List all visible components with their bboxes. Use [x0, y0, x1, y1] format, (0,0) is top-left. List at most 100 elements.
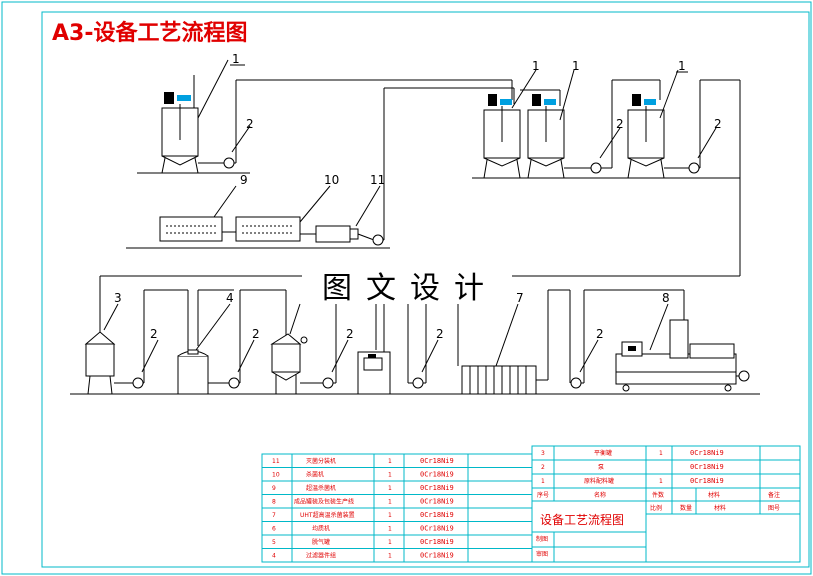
svg-text:0Cr18Ni9: 0Cr18Ni9 — [420, 457, 454, 465]
drawing-title: A3-设备工艺流程图 — [52, 20, 247, 46]
svg-text:泵: 泵 — [598, 464, 604, 471]
mixing-tank-r1 — [483, 69, 537, 179]
info-row: 比例 数量 材料 图号 — [650, 504, 780, 512]
svg-text:1: 1 — [659, 450, 663, 457]
svg-text:材料: 材料 — [714, 504, 726, 512]
svg-text:7: 7 — [272, 512, 276, 519]
svg-text:9: 9 — [272, 485, 276, 492]
mixing-tank-r2 — [527, 69, 575, 179]
svg-text:1: 1 — [388, 512, 392, 519]
tag-unit-4: 4 — [226, 291, 234, 305]
svg-text:UHT超高温杀菌装置: UHT超高温杀菌装置 — [300, 511, 355, 519]
svg-text:1: 1 — [388, 553, 392, 560]
svg-text:0Cr18Ni9: 0Cr18Ni9 — [420, 498, 454, 506]
tag-mixing-tank-r2: 1 — [572, 59, 580, 73]
tag-mixing-tank-left: 1 — [232, 52, 240, 66]
svg-text:杀菌机: 杀菌机 — [306, 471, 324, 479]
svg-text:0Cr18Ni9: 0Cr18Ni9 — [420, 471, 454, 479]
svg-text:0Cr18Ni9: 0Cr18Ni9 — [420, 484, 454, 492]
svg-text:原料配料罐: 原料配料罐 — [584, 477, 614, 485]
svg-text:0Cr18Ni9: 0Cr18Ni9 — [690, 477, 724, 485]
parts-right-row: 2 泵 0Cr18Ni9 — [541, 463, 724, 471]
unit-9 — [159, 185, 237, 242]
pump-b2 — [208, 289, 287, 389]
svg-text:1: 1 — [388, 485, 392, 492]
unit-10 — [235, 185, 331, 242]
svg-text:灭菌分装机: 灭菌分装机 — [306, 457, 336, 465]
svg-text:序号: 序号 — [537, 491, 549, 499]
drawing-name: 设备工艺流程图 — [540, 512, 624, 527]
pump-b1 — [114, 289, 189, 389]
svg-text:1: 1 — [388, 539, 392, 546]
svg-text:成品罐装及包装生产线: 成品罐装及包装生产线 — [294, 498, 354, 506]
svg-text:0Cr18Ni9: 0Cr18Ni9 — [420, 525, 454, 533]
svg-text:8: 8 — [272, 499, 276, 506]
svg-text:图号: 图号 — [768, 505, 780, 512]
tag-mixing-tank-r3: 1 — [678, 59, 686, 73]
parts-left-row: 8 成品罐装及包装生产线 1 0Cr18Ni9 — [272, 498, 454, 506]
header-row: 序号 名称 件数 材料 备注 — [537, 491, 780, 499]
svg-text:0Cr18Ni9: 0Cr18Ni9 — [420, 538, 454, 546]
pump-top-right — [664, 79, 741, 276]
inner-border — [41, 11, 810, 568]
svg-text:0Cr18Ni9: 0Cr18Ni9 — [420, 552, 454, 560]
design-label: 制图 — [536, 535, 548, 543]
parts-left-row: 11 灭菌分装机 1 0Cr18Ni9 — [272, 457, 454, 465]
svg-text:超温杀菌机: 超温杀菌机 — [306, 484, 336, 492]
tag-pump-top-mid: 2 — [616, 117, 624, 131]
unit-3 — [84, 276, 119, 395]
svg-text:备注: 备注 — [768, 491, 780, 499]
tag-unit-8: 8 — [662, 291, 670, 305]
parts-left-row: 6 均质机 1 0Cr18Ni9 — [272, 525, 454, 533]
svg-text:比例: 比例 — [650, 504, 662, 512]
parts-left-row: 10 杀菌机 1 0Cr18Ni9 — [272, 471, 454, 479]
tag-pump-b5: 2 — [596, 327, 604, 341]
svg-text:2: 2 — [541, 464, 545, 471]
svg-text:6: 6 — [272, 526, 276, 533]
svg-text:平衡罐: 平衡罐 — [594, 449, 612, 457]
svg-text:0Cr18Ni9: 0Cr18Ni9 — [690, 463, 724, 471]
mixing-tank-r3 — [627, 69, 679, 179]
homogenizer — [357, 351, 391, 395]
svg-text:4: 4 — [272, 553, 276, 560]
svg-text:过滤器件组: 过滤器件组 — [306, 552, 336, 560]
svg-text:5: 5 — [272, 539, 276, 546]
unit-4 — [177, 303, 231, 395]
tag-pump-b3: 2 — [346, 327, 354, 341]
parts-left-row: 5 脱气罐 1 0Cr18Ni9 — [272, 538, 454, 546]
tag-pump-top-left: 2 — [246, 117, 254, 131]
tag-pump-top-right: 2 — [714, 117, 722, 131]
tag-pump-b4: 2 — [436, 327, 444, 341]
svg-text:1: 1 — [388, 526, 392, 533]
parts-left-row: 7 UHT超高温杀菌装置 1 0Cr18Ni9 — [272, 511, 454, 519]
title-block-text: 3 平衡罐 1 0Cr18Ni9 2 泵 0Cr18Ni9 1 原料配料罐 1 … — [532, 446, 800, 566]
svg-text:名称: 名称 — [594, 491, 606, 499]
svg-text:0Cr18Ni9: 0Cr18Ni9 — [420, 511, 454, 519]
svg-text:均质机: 均质机 — [312, 525, 330, 533]
tag-pump-b1: 2 — [150, 327, 158, 341]
svg-text:1: 1 — [388, 458, 392, 465]
tag-unit-3: 3 — [114, 291, 122, 305]
svg-text:0Cr18Ni9: 0Cr18Ni9 — [690, 449, 724, 457]
svg-text:1: 1 — [388, 499, 392, 506]
svg-text:脱气罐: 脱气罐 — [312, 538, 330, 546]
parts-right-row: 3 平衡罐 1 0Cr18Ni9 — [541, 449, 724, 457]
parts-right-row: 1 原料配料罐 1 0Cr18Ni9 — [541, 477, 724, 485]
parts-left-row: 4 过滤器件组 1 0Cr18Ni9 — [272, 552, 454, 560]
parts-table-left — [261, 453, 533, 563]
degassing-tank — [270, 303, 308, 394]
tag-unit-10: 10 — [324, 173, 339, 187]
svg-text:1: 1 — [388, 472, 392, 479]
svg-text:10: 10 — [272, 472, 280, 479]
parts-left-row: 9 超温杀菌机 1 0Cr18Ni9 — [272, 484, 454, 492]
tag-unit-11: 11 — [370, 173, 385, 187]
mixing-tank-left — [137, 59, 250, 174]
tag-mixing-tank-r1: 1 — [532, 59, 540, 73]
review-label: 审图 — [536, 550, 548, 558]
title-block — [531, 445, 801, 563]
svg-text:材料: 材料 — [708, 491, 720, 499]
unit-11 — [315, 185, 384, 246]
svg-text:1: 1 — [541, 478, 545, 485]
watermark: 图文设计 — [322, 271, 498, 306]
